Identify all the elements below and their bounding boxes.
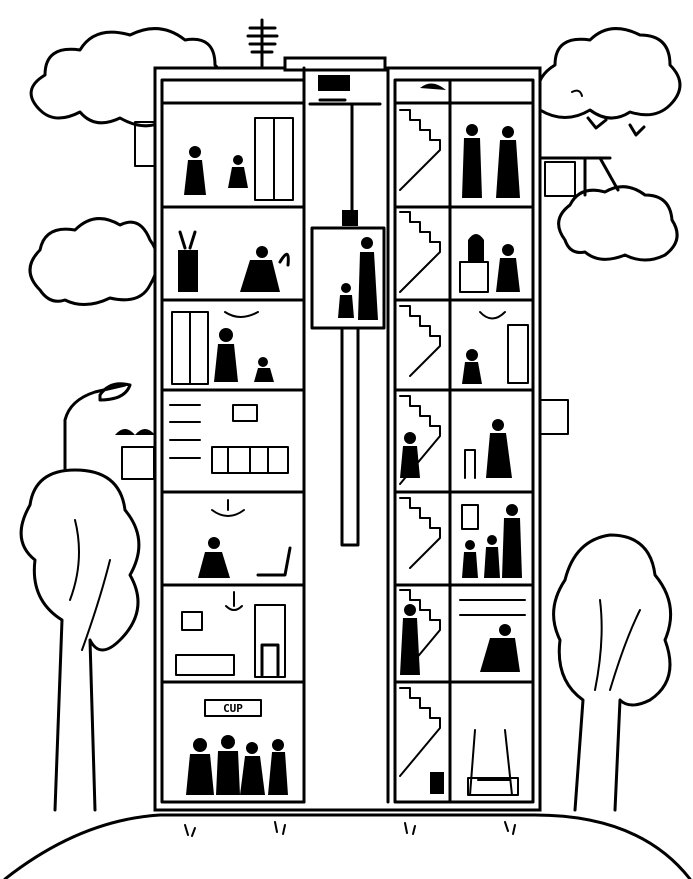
apartment-floor-1 — [184, 117, 294, 201]
apartment-floor-4 — [169, 404, 289, 474]
elevator-cable — [340, 328, 360, 547]
street-lamp-icon — [63, 382, 132, 472]
apartment-right-floor-4 — [400, 419, 512, 479]
right-column — [393, 78, 535, 804]
ground-floor-shop: CUP — [186, 699, 288, 795]
tree-icon — [552, 533, 673, 812]
shop-sign-text: CUP — [223, 702, 243, 715]
building-body — [153, 66, 542, 812]
apartment-right-floor-6 — [400, 599, 526, 675]
left-floor-slabs — [160, 101, 306, 684]
flower-box — [115, 429, 155, 480]
apartment-right-floor-1 — [420, 83, 520, 198]
cloud-icon — [535, 27, 682, 120]
cloud-icon — [29, 27, 226, 128]
apartment-right-floor-2 — [459, 234, 520, 293]
elevator-cab — [310, 226, 386, 330]
elevator-shaft — [302, 66, 390, 804]
apartment-floor-6 — [175, 591, 286, 678]
apartment-floor-2 — [178, 230, 290, 292]
cloud-icon — [557, 185, 679, 262]
elevator-motor — [308, 75, 382, 217]
shop-sign — [204, 699, 262, 717]
right-floor-slabs — [393, 101, 535, 684]
wall-box — [134, 121, 156, 167]
elevator-pulley — [342, 210, 358, 226]
tree-icon — [19, 468, 141, 812]
apartment-right-floor-5 — [461, 504, 522, 578]
elevator-passengers — [338, 237, 378, 320]
ground-hill — [3, 813, 692, 879]
apartment-right-floor-3 — [462, 311, 529, 384]
apartment-floor-5 — [198, 499, 292, 578]
apartment-right-ground — [430, 729, 519, 796]
bird-icon — [586, 116, 646, 137]
cloud-icon — [28, 217, 159, 306]
bird-icon — [571, 89, 583, 97]
roof-slab — [283, 56, 387, 72]
apartment-floor-3 — [171, 311, 274, 385]
grass-tufts — [184, 821, 516, 837]
air-conditioner-box — [539, 399, 569, 435]
laundry-icon — [538, 156, 620, 197]
staircase — [399, 109, 441, 777]
tv-antenna-icon — [246, 18, 279, 70]
